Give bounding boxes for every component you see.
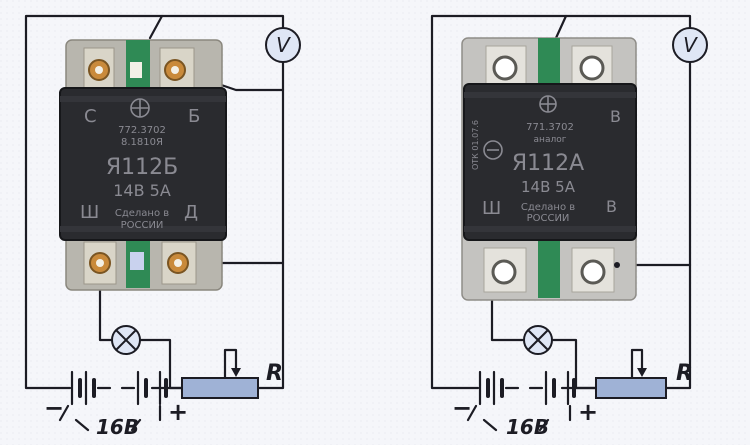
right-case (463, 83, 637, 241)
left-wire-outer-loop (24, 14, 164, 390)
right-maker-logo (539, 95, 557, 113)
right-label-v-bottom: В (606, 197, 617, 216)
left-circuit: − + 16В R V (24, 14, 301, 439)
left-voltage-brace (74, 418, 142, 432)
right-board-top (538, 38, 560, 90)
right-polarity-ticks (466, 404, 572, 422)
left-made-in-2: РОССИИ (121, 220, 164, 231)
left-wire-meter-down (256, 60, 285, 390)
left-battery (70, 370, 168, 406)
right-battery (478, 370, 576, 406)
right-terminal-top-left (492, 55, 518, 81)
right-made-in-1: Сделано в (521, 202, 575, 213)
right-voltmeter-label: V (683, 33, 698, 57)
left-label-d: Д (184, 202, 198, 223)
left-regulator: С Б Ш Д 772.3702 8.1810Я Я112Б 14В 5А Сд… (59, 39, 227, 291)
right-voltmeter: V (672, 27, 708, 63)
left-model-code: Я112Б (106, 155, 178, 180)
right-board-bottom (538, 236, 560, 298)
left-battery-voltage: 16В (96, 415, 139, 439)
right-label-b-top: В (610, 107, 621, 126)
right-made-in-2: РОССИИ (527, 213, 570, 224)
left-resistor (181, 352, 259, 399)
right-side-text: ОТК 01.07.6 (471, 120, 480, 170)
left-voltmeter-label: V (276, 33, 291, 57)
left-rating: 14В 5А (113, 181, 171, 200)
left-voltmeter: V (265, 27, 301, 63)
right-voltage-brace (482, 418, 550, 432)
right-terminal-b (579, 55, 605, 81)
right-lamp (523, 325, 553, 355)
right-wire-sh-to-lamp (490, 280, 526, 342)
right-wire-top-to-meter (564, 14, 692, 30)
right-label-sh: Ш (482, 198, 501, 219)
left-label-s: С (84, 106, 97, 127)
left-wire-top-to-meter (160, 14, 285, 30)
right-plus-sign: + (578, 398, 598, 426)
right-terminal-v (580, 259, 606, 285)
right-resistor-label: R (676, 361, 693, 386)
right-quality-logo (483, 140, 503, 160)
right-wire-meter-down (664, 60, 692, 390)
right-circuit: − + 16В R V (430, 14, 708, 439)
right-regulator: В Ш В ОТК 01.07.6 771.3702 аналог Я112А … (461, 37, 637, 301)
left-line2: 8.1810Я (121, 137, 163, 148)
left-lamp (111, 325, 141, 355)
left-made-in-1: Сделано в (115, 208, 169, 219)
left-plus-sign: + (168, 398, 188, 426)
right-terminal-sh (491, 259, 517, 285)
left-polarity-ticks (58, 404, 162, 422)
left-minus-sign: − (44, 394, 64, 422)
right-model-code: Я112А (512, 151, 584, 176)
right-part-number: 771.3702 (526, 122, 574, 133)
right-rating: 14В 5А (521, 178, 576, 196)
right-wire-outer-loop (430, 14, 568, 390)
left-label-b: Б (188, 106, 200, 127)
left-label-sh: Ш (80, 202, 99, 223)
left-case (59, 87, 227, 241)
right-line2: аналог (534, 135, 567, 145)
left-maker-logo (130, 98, 150, 118)
left-part-number: 772.3702 (118, 125, 166, 136)
left-resistor-label: R (266, 361, 283, 386)
right-minus-sign: − (452, 394, 472, 422)
right-resistor (595, 352, 667, 399)
